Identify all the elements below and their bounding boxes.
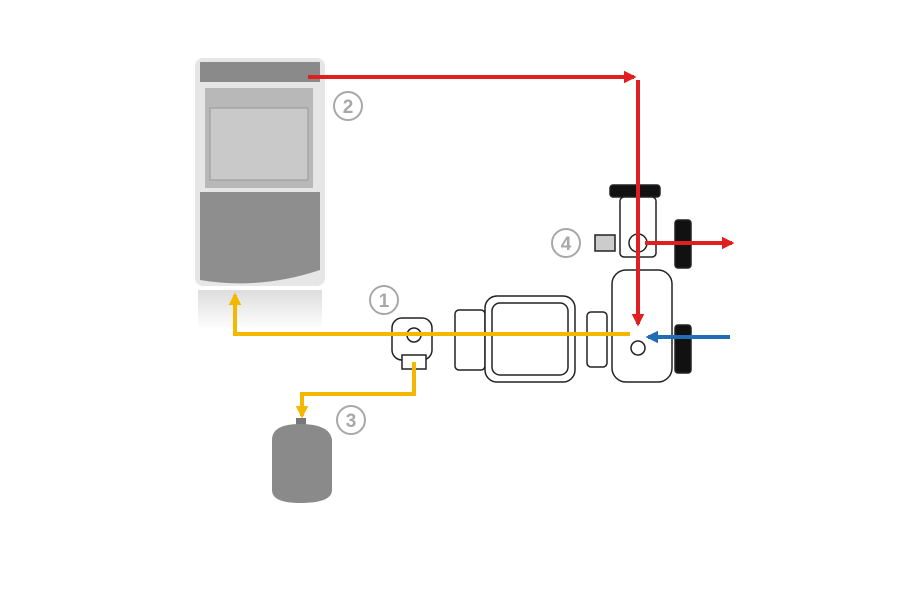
expansion-tank (272, 418, 332, 503)
svg-text:2: 2 (343, 97, 354, 118)
svg-text:3: 3 (346, 411, 357, 432)
stove (195, 58, 325, 330)
flow-lines (228, 70, 735, 419)
pump-station (391, 184, 692, 383)
label-4: 4 (551, 228, 581, 258)
label-3: 3 (336, 405, 366, 435)
label-2: 2 (333, 91, 363, 121)
tank-flow-arrow (295, 362, 416, 419)
return-flow-arrow (228, 292, 630, 336)
svg-text:4: 4 (561, 234, 572, 255)
label-1: 1 (369, 285, 399, 315)
svg-text:1: 1 (379, 291, 390, 312)
